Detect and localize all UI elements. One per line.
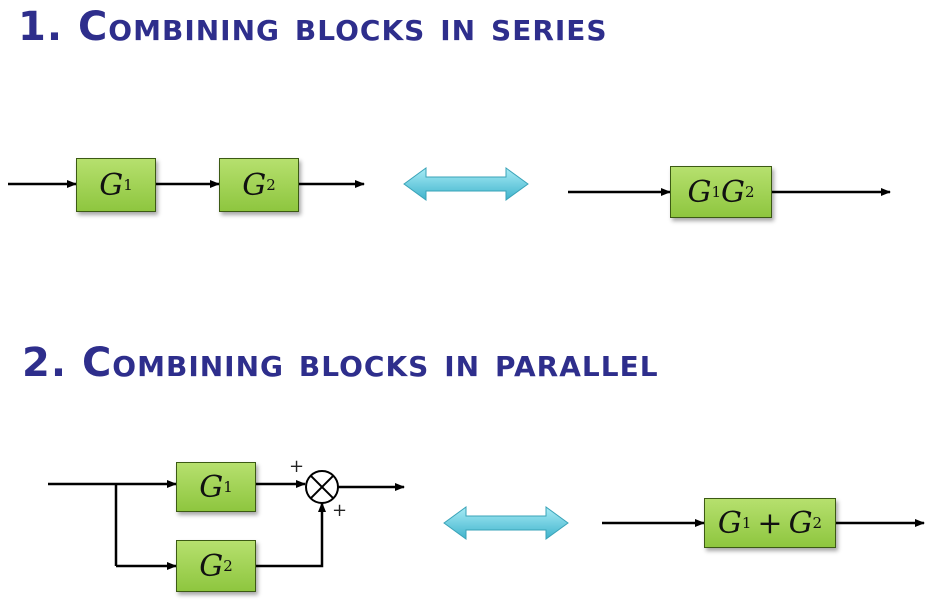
block-symbol: G <box>717 505 742 541</box>
block-subscript: 1 <box>123 176 133 194</box>
parallel-g2-to-junction <box>255 502 326 568</box>
junction-bottom-sign: + <box>332 500 348 521</box>
block-subscript: 1 <box>741 514 752 532</box>
block-subscript: 1 <box>223 478 233 496</box>
block-symbol: G <box>99 167 124 203</box>
block-symbol: G <box>788 505 813 541</box>
block-subscript: 2 <box>223 557 233 575</box>
summing-junction-icon <box>305 470 339 504</box>
block-subscript: 2 <box>744 183 755 201</box>
block-symbol: G <box>199 469 224 505</box>
block-symbol: G <box>721 174 745 210</box>
double-headed-arrow-icon <box>443 506 569 540</box>
block-symbol: G <box>242 167 267 203</box>
block-subscript: 2 <box>266 176 276 194</box>
block-operator: + <box>757 505 783 541</box>
double-headed-arrow-icon <box>403 167 529 201</box>
block-symbol: G <box>687 174 712 210</box>
series-heading: 1. Combining blocks in series <box>18 4 608 50</box>
block-symbol: G <box>199 548 224 584</box>
block-subscript: 1 <box>711 183 721 201</box>
parallel-heading: 2. Combining blocks in parallel <box>22 340 659 386</box>
block-subscript: 2 <box>812 514 823 532</box>
junction-top-sign: + <box>289 456 305 477</box>
